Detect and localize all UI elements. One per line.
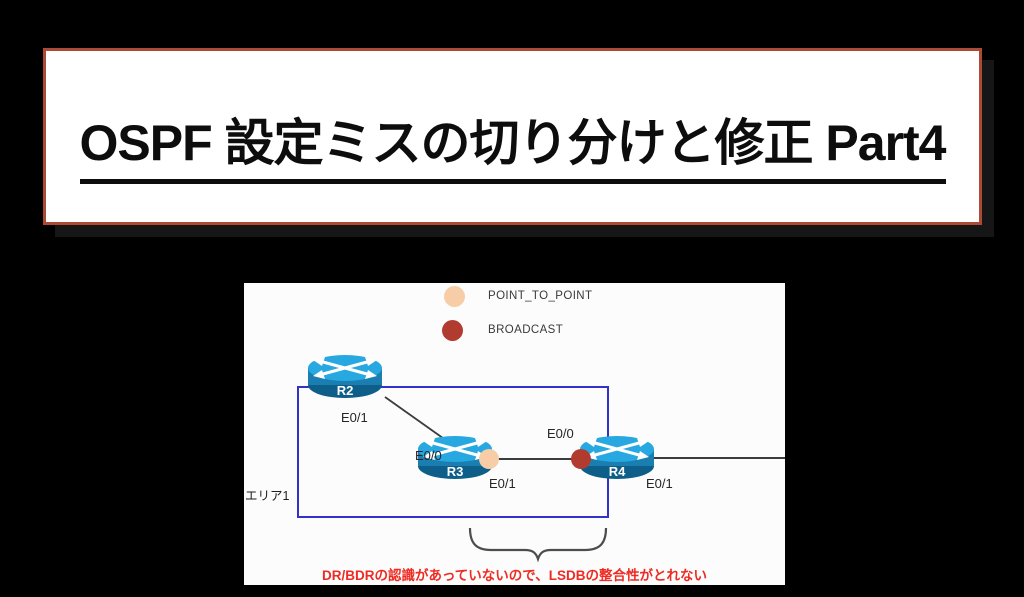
interface-label-r3-e00: E0/0 <box>415 448 442 463</box>
point-to-point-legend-dot <box>444 286 465 307</box>
broadcast-legend-label: BROADCAST <box>488 324 564 336</box>
router-icon: R2 <box>308 355 382 398</box>
router-r4: R4 <box>579 435 655 481</box>
area-label: エリア1 <box>245 489 290 503</box>
title-banner: OSPF 設定ミスの切り分けと修正 Part4 <box>43 48 982 225</box>
router-label: R4 <box>609 464 626 479</box>
network-diagram: POINT_TO_POINT BROADCAST R2 <box>244 283 785 585</box>
router-r2: R2 <box>307 354 383 400</box>
router-label: R2 <box>337 383 354 398</box>
brace-annotation <box>468 527 608 563</box>
router-r3: R3 <box>417 435 493 481</box>
router-icon: R4 <box>580 436 654 479</box>
router-label: R3 <box>447 464 464 479</box>
interface-label-r3-e01: E0/1 <box>489 476 516 491</box>
page-title: OSPF 設定ミスの切り分けと修正 Part4 <box>79 103 947 184</box>
interface-label-r2-e01: E0/1 <box>341 410 368 425</box>
interface-label-r4-e00: E0/0 <box>547 426 574 441</box>
point-to-point-legend-label: POINT_TO_POINT <box>488 290 593 302</box>
interface-label-r4-e01: E0/1 <box>646 476 673 491</box>
broadcast-legend-dot <box>442 320 463 341</box>
router-icon: R3 <box>418 436 492 479</box>
caption-text: DR/BDRの認識があっていないので、LSDBの整合性がとれない <box>321 568 708 583</box>
